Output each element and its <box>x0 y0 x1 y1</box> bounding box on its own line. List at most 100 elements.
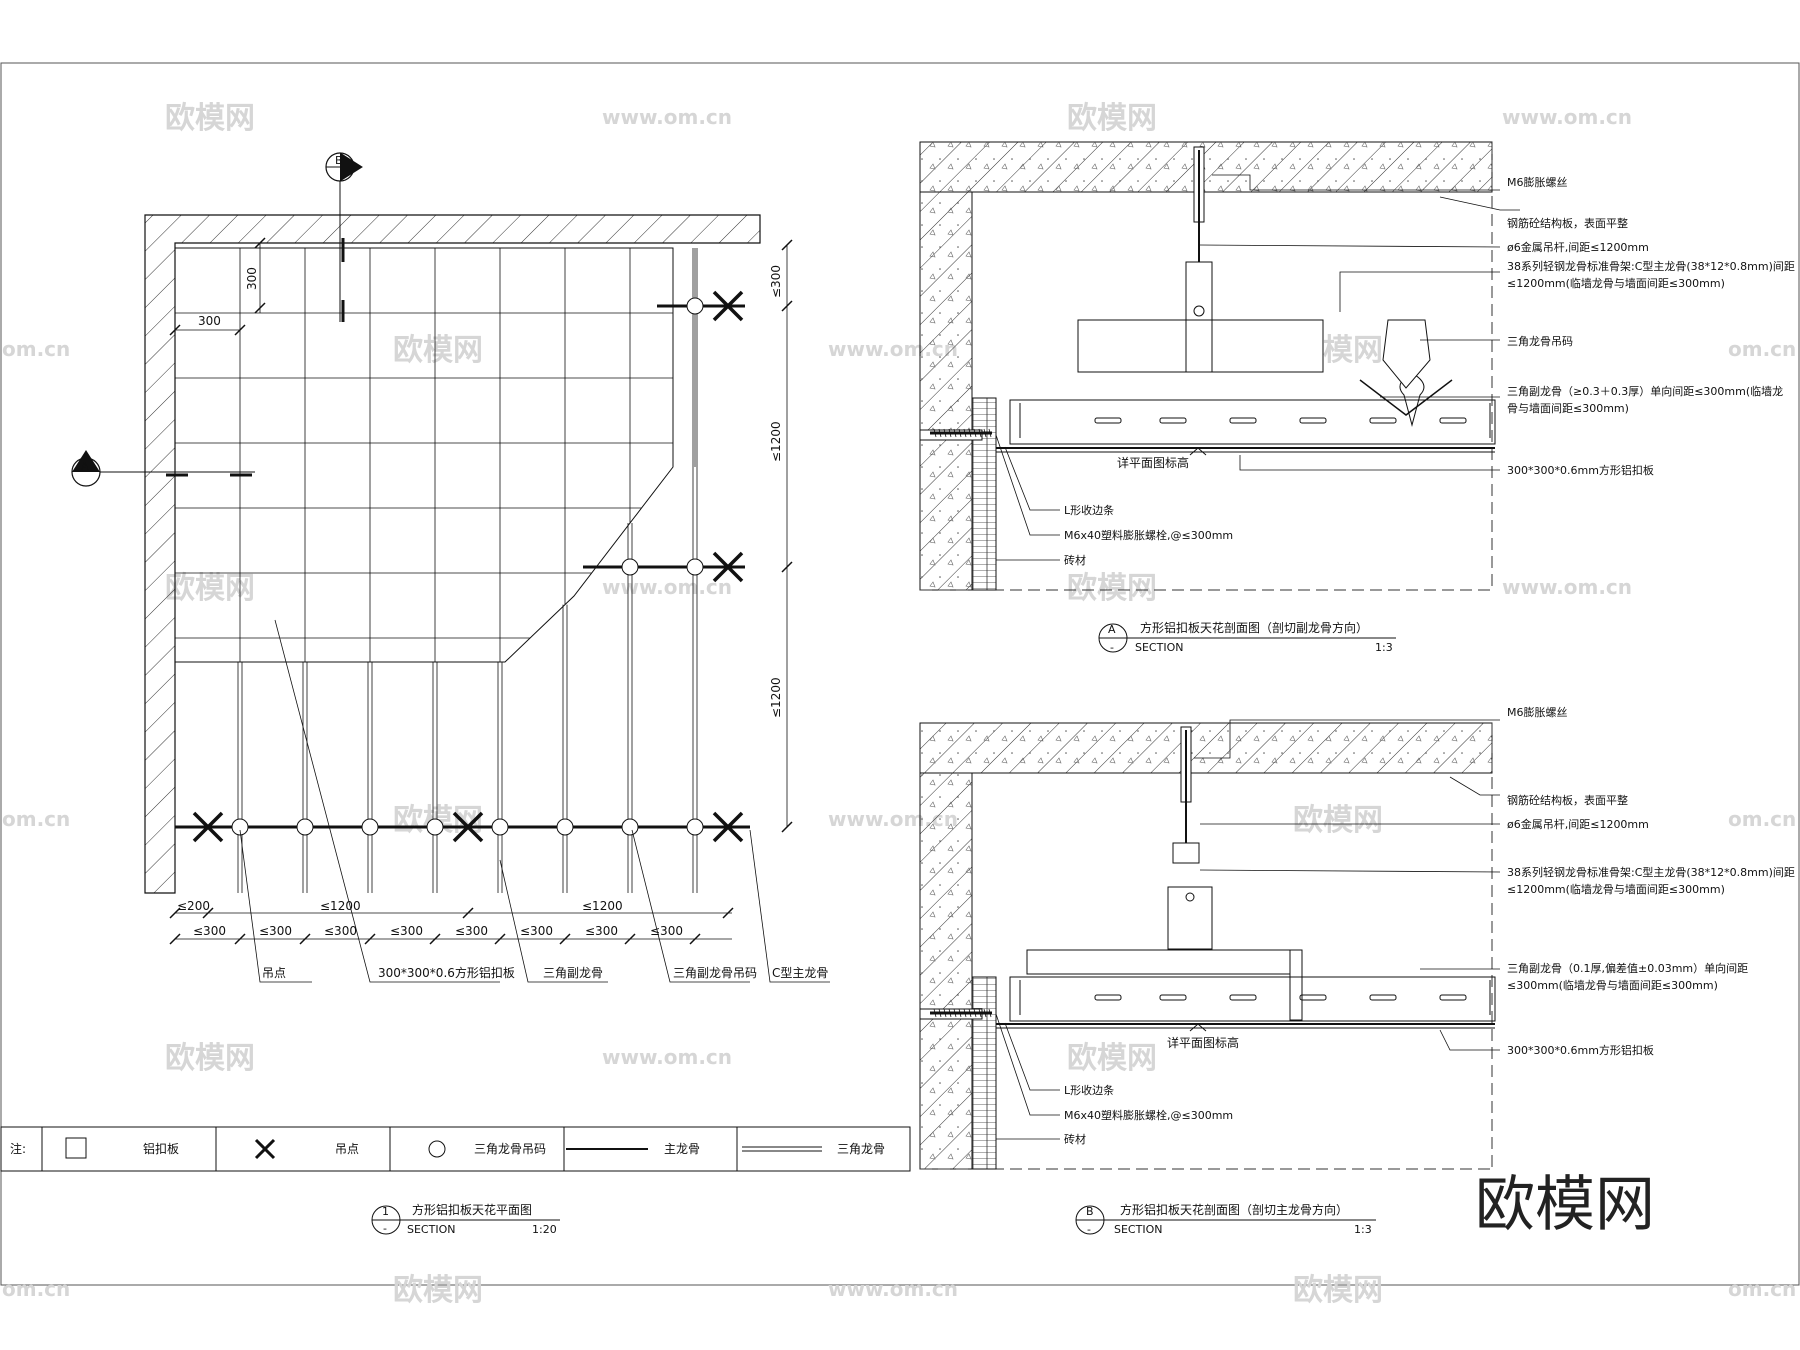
dim-tile-v: 300 <box>245 267 259 290</box>
watermark-url: om.cn <box>1728 337 1796 361</box>
section-a-leaders <box>995 174 1520 561</box>
plan-wall <box>144 214 761 894</box>
watermark-text: 欧模网 <box>393 333 483 368</box>
dim-bottom-left: ≤200 <box>177 899 210 913</box>
secB-tri1: 三角副龙骨（0.1厚,偏差值±0.03mm）单向间距 <box>1507 961 1748 975</box>
section-marker-b: B <box>325 152 363 322</box>
dim-step: ≤300 <box>259 924 292 938</box>
watermark-text: 欧模网 <box>1067 571 1157 606</box>
callout-c-main: C型主龙骨 <box>772 966 828 980</box>
secA-rod: ø6金属吊杆,间距≤1200mm <box>1507 240 1649 254</box>
dim-step: ≤300 <box>390 924 423 938</box>
watermark-text: 欧模网 <box>393 1273 483 1308</box>
panel-slot <box>1159 417 1187 424</box>
secB-tri2: ≤300mm(临墙龙骨与墙面间距≤300mm) <box>1507 978 1718 992</box>
secB-title-scale: 1:3 <box>1354 1223 1372 1236</box>
dim-tick <box>624 933 636 945</box>
anchor-bolt <box>930 428 992 438</box>
watermark-url: om.cn <box>2 807 70 831</box>
watermark-text: 欧模网 <box>165 1041 255 1076</box>
double-line-icon <box>742 1146 822 1152</box>
dim-tick <box>559 933 571 945</box>
dim-tick <box>234 933 246 945</box>
tri-clips <box>231 297 704 836</box>
secB-bolt: M6膨胀螺丝 <box>1507 705 1568 719</box>
panel-slot <box>1369 417 1397 424</box>
secA-bolt: M6膨胀螺丝 <box>1507 175 1568 189</box>
plan-callouts: 吊点 300*300*0.6方形铝扣板 三角副龙骨 三角副龙骨吊码 C型主龙骨 <box>239 619 830 983</box>
circle-icon <box>428 1140 446 1158</box>
secA-level: 详平面图标高 <box>1117 455 1189 470</box>
secA-brick: 砖材 <box>1064 553 1086 567</box>
secB-brick: 砖材 <box>1064 1132 1086 1146</box>
legend-label: 三角龙骨吊码 <box>474 1142 546 1156</box>
watermark-url: www.om.cn <box>602 575 732 599</box>
secA-clip: 三角龙骨吊码 <box>1507 335 1573 348</box>
dim-tick <box>494 933 506 945</box>
anchor-bolt <box>930 1008 992 1018</box>
secA-panel: 300*300*0.6mm方形铝扣板 <box>1507 463 1654 477</box>
secB-level: 详平面图标高 <box>1167 1035 1239 1050</box>
watermark-url: www.om.cn <box>602 1045 732 1069</box>
secA-edge: L形收边条 <box>1064 503 1114 517</box>
dim-tick <box>169 907 181 919</box>
dim-step: ≤300 <box>455 924 488 938</box>
watermark-url: om.cn <box>1728 1277 1796 1301</box>
watermark-url: www.om.cn <box>1502 105 1632 129</box>
hanger-points <box>192 290 744 843</box>
panel-slot <box>1159 994 1187 1001</box>
dim-step: ≤300 <box>650 924 683 938</box>
secA-title-scale: 1:3 <box>1375 641 1393 654</box>
secB-slab: 钢筋砼结构板，表面平整 <box>1507 793 1628 807</box>
dim-tick <box>722 907 734 919</box>
cross-icon <box>254 1138 276 1160</box>
secB-title-dash: - <box>1087 1223 1091 1236</box>
dim-step: ≤300 <box>193 924 226 938</box>
section-b-detail: M6膨胀螺丝 钢筋砼结构板，表面平整 ø6金属吊杆,间距≤1200mm 38系列… <box>919 705 1795 1170</box>
tri-clip-circle <box>296 818 314 836</box>
panel-slot <box>1229 417 1257 424</box>
watermark-text: 欧模网 <box>1067 101 1157 136</box>
secA-title-section: SECTION <box>1135 641 1183 654</box>
panel-slot <box>1229 994 1257 1001</box>
legend-label: 三角龙骨 <box>837 1142 885 1156</box>
tri-clip-circle <box>686 297 704 315</box>
watermark-text: 欧模网 <box>165 101 255 136</box>
secA-tri1: 三角副龙骨（≥0.3＋0.3厚）单向间距≤300mm(临墙龙 <box>1507 384 1783 398</box>
watermark-url: www.om.cn <box>828 1277 958 1301</box>
watermark-url: www.om.cn <box>1502 575 1632 599</box>
tri-clip-circle <box>556 818 574 836</box>
watermark-url: www.om.cn <box>602 105 732 129</box>
secB-title-num: B <box>1086 1205 1094 1218</box>
plan-title: 1 - 方形铝扣板天花平面图 SECTION 1:20 <box>371 1202 560 1236</box>
callout-tri-sub: 三角副龙骨 <box>543 966 603 980</box>
section-a-title: A - 方形铝扣板天花剖面图（剖切副龙骨方向） SECTION 1:3 <box>1098 620 1396 654</box>
secB-title-name: 方形铝扣板天花剖面图（剖切主龙骨方向） <box>1120 1202 1348 1217</box>
hanger-cross <box>192 811 224 843</box>
brand-logo: 欧模网 <box>1475 1170 1655 1240</box>
dim-tick <box>364 933 376 945</box>
secA-title-name: 方形铝扣板天花剖面图（剖切副龙骨方向） <box>1140 620 1368 635</box>
dim-right-top: ≤300 <box>769 265 783 298</box>
watermark-url: om.cn <box>2 1277 70 1301</box>
plan-title-section: SECTION <box>407 1223 455 1236</box>
secB-main2: ≤1200mm(临墙龙骨与墙面间距≤300mm) <box>1507 882 1725 896</box>
tri-clip-circle <box>686 818 704 836</box>
secB-rod: ø6金属吊杆,间距≤1200mm <box>1507 817 1649 831</box>
panel-slot <box>1094 417 1122 424</box>
tri-clip-circle <box>426 818 444 836</box>
secA-main2: ≤1200mm(临墙龙骨与墙面间距≤300mm) <box>1507 276 1725 290</box>
legend-label: 吊点 <box>335 1142 359 1156</box>
tri-clip-circle <box>686 558 704 576</box>
hanger-cross <box>712 551 744 583</box>
legend-label: 主龙骨 <box>664 1142 700 1156</box>
dim-right-low: ≤1200 <box>769 677 783 718</box>
plan-title-name: 方形铝扣板天花平面图 <box>412 1202 532 1217</box>
panel-grid <box>175 248 696 662</box>
secA-title-num: A <box>1108 623 1116 636</box>
hanger-cross <box>712 811 744 843</box>
right-dimension-chain: ≤300 ≤1200 ≤1200 <box>769 239 793 833</box>
secA-anchor: M6x40塑料膨胀螺栓,@≤300mm <box>1064 528 1233 542</box>
section-b-leaders <box>995 719 1501 1140</box>
